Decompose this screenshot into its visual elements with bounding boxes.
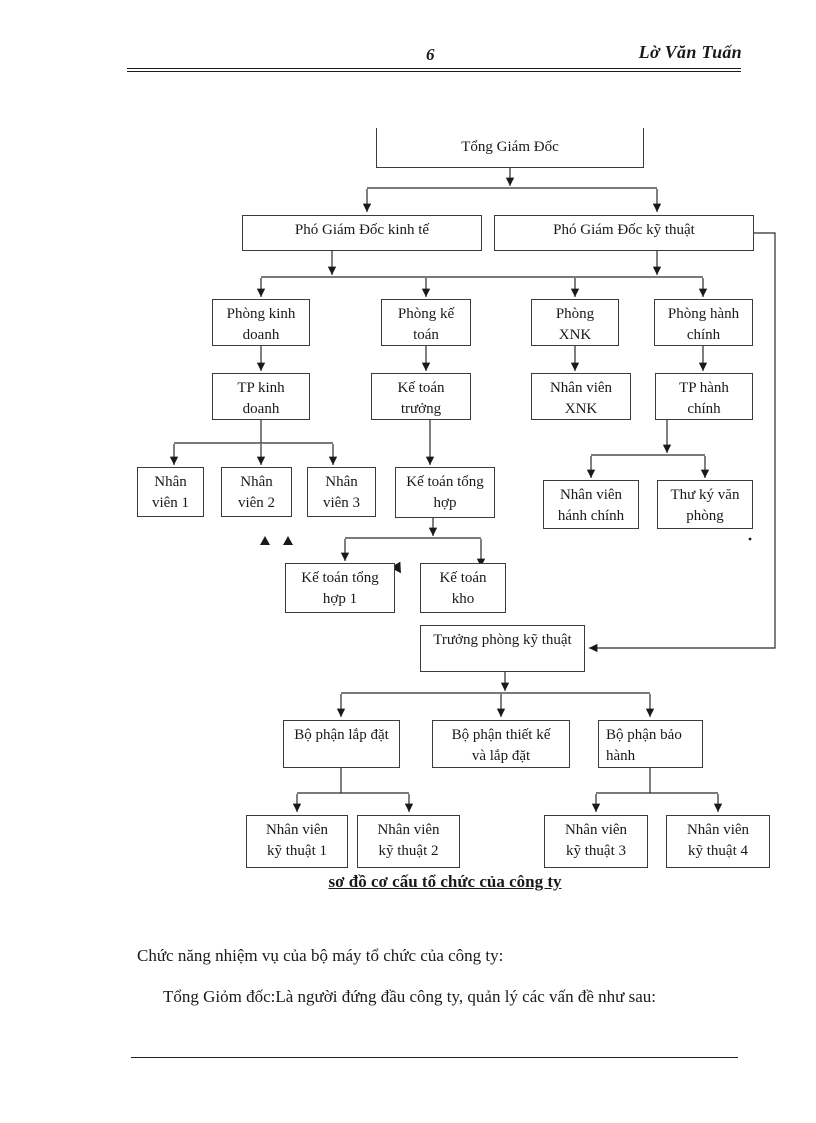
node-phong-kinh-doanh: Phòng kinh doanh — [212, 299, 310, 346]
node-bo-phan-bao-hanh: Bộ phận bảo hành — [598, 720, 703, 768]
org-chart: Tổng Giám Đốc Phó Giám Đốc kinh tế Phó G… — [137, 128, 776, 868]
node-nhan-vien-2: Nhân viên 2 — [221, 467, 292, 517]
body-paragraph-2: Tổng Giỏm đốc:Là người đứng đầu công ty,… — [163, 987, 656, 1006]
node-nhan-vien-3: Nhân viên 3 — [307, 467, 376, 517]
node-pho-giam-doc-ky-thuat: Phó Giám Đốc kỹ thuật — [494, 215, 754, 251]
header-rule — [127, 68, 741, 72]
node-nhan-vien-ky-thuat-1: Nhân viên kỹ thuật 1 — [246, 815, 348, 868]
author-name: Lờ Văn Tuấn — [638, 42, 742, 62]
node-nhan-vien-hanh-chinh: Nhân viên hánh chính — [543, 480, 639, 529]
node-ke-toan-tong-hop-1: Kế toán tổng hợp 1 — [285, 563, 395, 613]
node-ke-toan-truong: Kế toán trưởng — [371, 373, 471, 420]
node-truong-phong-ky-thuat: Trưởng phòng kỹ thuật — [420, 625, 585, 672]
node-phong-xnk: Phòng XNK — [531, 299, 619, 346]
node-bo-phan-lap-dat: Bộ phận lắp đặt — [283, 720, 400, 768]
org-chart-connectors — [169, 168, 776, 812]
node-phong-hanh-chinh: Phòng hành chính — [654, 299, 753, 346]
node-pho-giam-doc-kinh-te: Phó Giám Đốc kinh tế — [242, 215, 482, 251]
node-nhan-vien-ky-thuat-3: Nhân viên kỹ thuật 3 — [544, 815, 648, 868]
node-nhan-vien-xnk: Nhân viên XNK — [531, 373, 631, 420]
node-ke-toan-kho: Kế toán kho — [420, 563, 506, 613]
stray-arrowhead-marks — [260, 536, 752, 574]
node-bo-phan-thiet-ke-va-lap-dat: Bộ phận thiết kế và lắp đặt — [432, 720, 570, 768]
node-thu-ky-van-phong: Thư ký văn phòng — [657, 480, 753, 529]
node-phong-ke-toan: Phòng kế toán — [381, 299, 471, 346]
node-tong-giam-doc: Tổng Giám Đốc — [376, 128, 644, 168]
chart-caption: sơ đồ cơ cấu tổ chức của công ty — [328, 872, 562, 891]
footer-rule — [131, 1057, 738, 1058]
page-number: 6 — [426, 45, 435, 64]
node-nhan-vien-ky-thuat-4: Nhân viên kỹ thuật 4 — [666, 815, 770, 868]
node-nhan-vien-ky-thuat-2: Nhân viên kỹ thuật 2 — [357, 815, 460, 868]
node-nhan-vien-1: Nhân viên 1 — [137, 467, 204, 517]
body-paragraph-1: Chức năng nhiệm vụ của bộ máy tổ chức củ… — [137, 946, 504, 965]
node-tp-hanh-chinh: TP hành chính — [655, 373, 753, 420]
node-tp-kinh-doanh: TP kinh doanh — [212, 373, 310, 420]
node-ke-toan-tong-hop: Kế toán tổng hợp — [395, 467, 495, 518]
